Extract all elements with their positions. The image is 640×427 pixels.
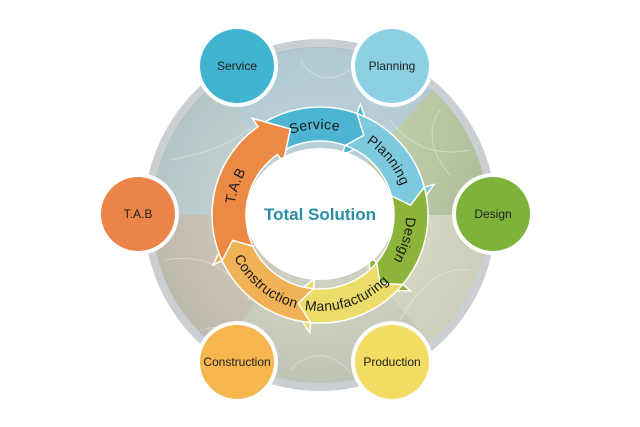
satellite-label-production: Production	[363, 355, 420, 369]
cycle-arrows: ServicePlanningDesignManufacturingConstr…	[211, 101, 436, 335]
satellite-circle	[200, 29, 274, 103]
satellite-label-tab: T.A.B	[124, 207, 153, 221]
satellite-label-service: Service	[217, 59, 257, 73]
satellite-label-planning: Planning	[369, 59, 416, 73]
satellite-node-production: Production	[351, 321, 433, 403]
satellite-node-planning: Planning	[351, 25, 433, 107]
satellite-node-service: Service	[196, 25, 278, 107]
satellite-node-construction: Construction	[196, 321, 278, 403]
cycle-arrow-tab	[211, 117, 292, 263]
inner-face	[246, 148, 394, 280]
center-title: Total Solution	[264, 205, 376, 224]
satellite-circle	[355, 325, 429, 399]
satellite-circle	[355, 29, 429, 103]
satellite-node-tab: T.A.B	[97, 173, 179, 255]
satellite-label-construction: Construction	[203, 355, 270, 369]
satellite-circle	[200, 325, 274, 399]
satellite-circle	[101, 177, 175, 251]
satellite-label-design: Design	[474, 207, 511, 221]
satellite-node-design: Design	[452, 173, 534, 255]
cycle-arrow-label-service: Service	[287, 116, 341, 137]
satellite-circle	[456, 177, 530, 251]
